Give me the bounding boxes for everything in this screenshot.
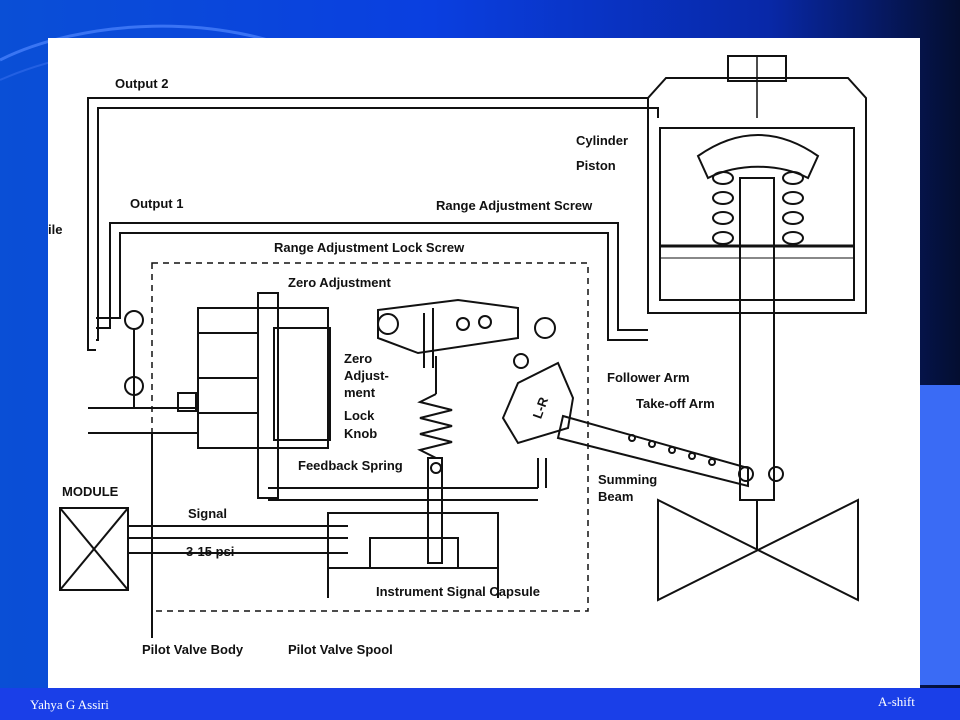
label-pilot-valve-body: Pilot Valve Body [142, 642, 244, 657]
footer-shift: A-shift [878, 694, 915, 709]
label-follower-arm: Follower Arm [607, 370, 690, 385]
label-instrument-signal-capsule: Instrument Signal Capsule [376, 584, 540, 599]
cylinder-body [647, 77, 867, 314]
label-feedback-spring: Feedback Spring [298, 458, 403, 473]
label-summing-beam-1: Summing [598, 472, 657, 487]
label-range-adjustment-lock-screw: Range Adjustment Lock Screw [274, 240, 465, 255]
valve-stem [739, 177, 775, 501]
label-range-adjustment-screw: Range Adjustment Screw [436, 198, 593, 213]
housing-dashed [151, 262, 589, 612]
instrument-signal-capsule [327, 512, 499, 569]
label-module: MODULE [62, 484, 119, 499]
label-zero-adjustment: Zero Adjustment [288, 275, 391, 290]
label-summing-beam-2: Beam [598, 489, 633, 504]
label-zero-lock-knob-3: ment [344, 385, 376, 400]
label-lr: L-R [530, 395, 552, 421]
diagram-panel: Output 2 Output 1 ile Cylinder Piston Ra… [48, 38, 920, 688]
label-signal: Signal [188, 506, 227, 521]
follower-arm [501, 361, 575, 445]
footer-author: Yahya G Assiri [30, 697, 109, 712]
right-accent-panel [920, 385, 960, 685]
label-cylinder: Cylinder [576, 133, 628, 148]
output1-line [96, 222, 648, 331]
take-off-arm [556, 414, 749, 488]
label-output1: Output 1 [130, 196, 183, 211]
adjust-bracket [377, 298, 519, 355]
label-zero-lock-knob-2: Adjust- [344, 368, 389, 383]
label-output2: Output 2 [115, 76, 168, 91]
label-zero-lock-knob-5: Knob [344, 426, 377, 441]
valve-body [657, 498, 761, 602]
label-psi: 3-15 psi [186, 544, 234, 559]
label-zero-lock-knob-1: Zero [344, 351, 372, 366]
bottom-band [0, 688, 960, 720]
label-pilot-valve-spool: Pilot Valve Spool [288, 642, 393, 657]
label-piston: Piston [576, 158, 616, 173]
label-take-off-arm: Take-off Arm [636, 396, 715, 411]
label-zero-lock-knob-4: Lock [344, 408, 375, 423]
feedback-spring [417, 393, 453, 459]
module-box [59, 507, 129, 591]
positioner-diagram: Output 2 Output 1 ile Cylinder Piston Ra… [48, 55, 867, 657]
label-cut-left: ile [48, 222, 62, 237]
